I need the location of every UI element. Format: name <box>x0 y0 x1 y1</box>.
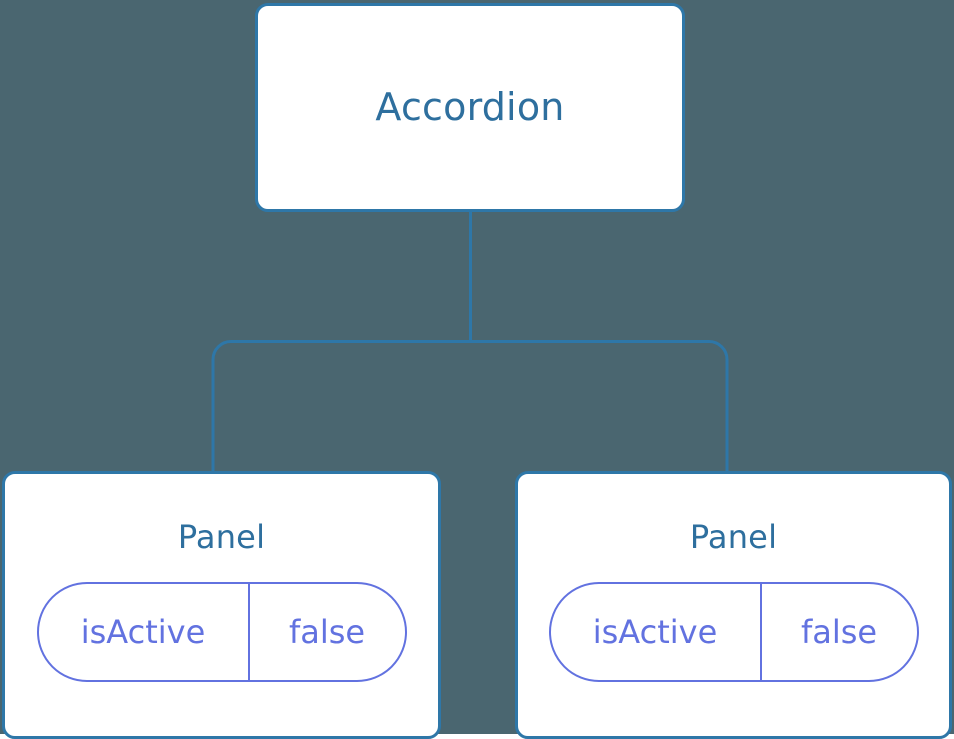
node-title: Panel <box>689 518 778 556</box>
state-pill[interactable]: isActive false <box>36 582 407 683</box>
node-title: Accordion <box>375 84 565 129</box>
edge-to-panel-1 <box>470 340 729 471</box>
state-pill[interactable]: isActive false <box>548 582 919 683</box>
state-key: isActive <box>551 584 762 681</box>
node-accordion[interactable]: Accordion <box>255 3 685 212</box>
node-title: Panel <box>177 518 266 556</box>
state-key: isActive <box>39 584 250 681</box>
node-panel-1[interactable]: Panel isActive false <box>515 471 952 739</box>
edge-to-panel-0 <box>211 340 471 471</box>
state-value: false <box>288 613 366 652</box>
state-value: false <box>800 613 878 652</box>
node-panel-0[interactable]: Panel isActive false <box>2 471 441 739</box>
